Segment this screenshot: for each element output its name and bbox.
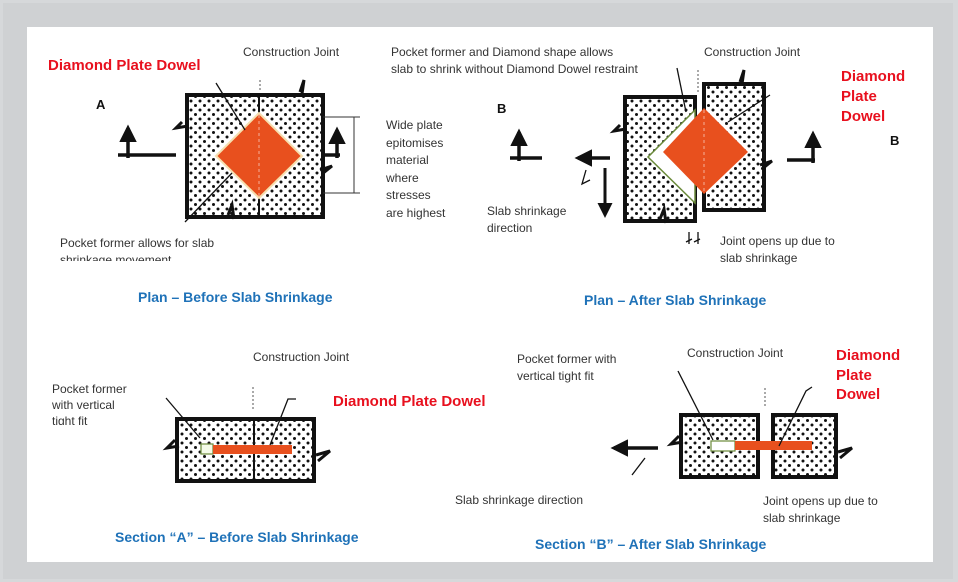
pocket-former-note-section-a: Pocket former with vertical tight fit [52, 382, 127, 425]
joint-label-section-a: Construction Joint [253, 350, 350, 364]
title-section-a: Section “A” – Before Slab Shrinkage [115, 529, 359, 545]
section-marker-b-right: B [890, 133, 900, 148]
title-plan-after: Plan – After Slab Shrinkage [584, 292, 767, 308]
wide-plate-note: Wide plate epitomises material where str… [386, 118, 446, 220]
pocket-former-note-section-b: Pocket former with vertical tight fit [517, 352, 617, 383]
section-marker-b-left: B [497, 101, 507, 116]
pocket-former-section-a [200, 443, 214, 455]
section-marker-a: A [96, 97, 106, 112]
section-a-cut-marker-left [118, 124, 176, 158]
section-b-slab [666, 388, 853, 479]
dowel-label-section-b: Diamond Plate Dowel [836, 347, 901, 403]
shrinkage-note-section-b: Slab shrinkage direction [455, 493, 584, 507]
shrinkage-note-plan-after: Slab shrinkage direction [487, 204, 567, 235]
diamond-plate-dowel-after [663, 108, 748, 194]
joint-label-plan-before: Construction Joint [243, 45, 340, 59]
plate-width-dimension [323, 116, 360, 194]
section-b-cut-marker-left [510, 128, 542, 161]
dowel-section-b [735, 441, 812, 450]
joint-gap-symbol [685, 232, 701, 244]
pocket-leader-line [184, 172, 233, 223]
dowel-label-plan-after: Diamond Plate Dowel [841, 68, 906, 125]
joint-label-section-b: Construction Joint [687, 346, 784, 360]
title-plan-before: Plan – Before Slab Shrinkage [138, 289, 333, 305]
dowel-leader-line [215, 82, 246, 131]
joint-opens-note-plan-after: Joint opens up due to slab shrinkage [720, 234, 835, 265]
pocket-former-note-plan-after: Pocket former and Diamond shape allows s… [391, 45, 638, 76]
section-a-slab [162, 387, 331, 483]
dowel-label-section-a: Diamond Plate Dowel [333, 393, 486, 410]
dowel-section-a [213, 445, 292, 454]
dowel-label-plan-before: Diamond Plate Dowel [48, 57, 201, 74]
section-a-cut-marker-right [323, 126, 346, 158]
pocket-former-note-plan-before: Pocket former allows for slab shrinkage … [60, 236, 215, 261]
section-b-shrinkage-arrow [610, 439, 658, 476]
diamond-plate-dowel-before [214, 111, 304, 200]
pocket-former-section-b [710, 440, 736, 452]
title-section-b: Section “B” – After Slab Shrinkage [535, 536, 767, 552]
joint-label-plan-after: Construction Joint [704, 45, 801, 59]
shrinkage-direction-arrows [574, 149, 613, 218]
joint-opens-note-section-b: Joint opens up due to slab shrinkage [763, 494, 878, 525]
section-b-cut-marker-right [787, 130, 822, 163]
